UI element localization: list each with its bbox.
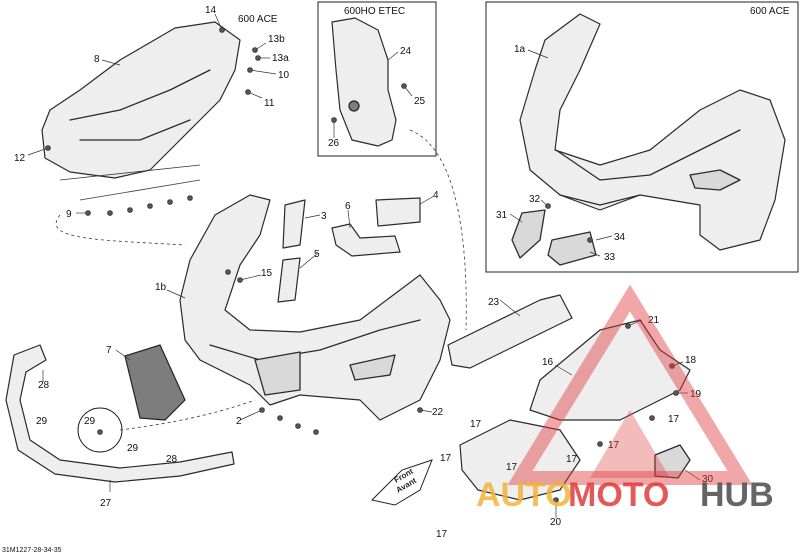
drawing-code: 31M1227-28-34-35 [2, 547, 62, 554]
callout-26: 26 [328, 138, 340, 149]
callout-17-e: 17 [506, 462, 518, 473]
callout-28-left: 28 [38, 380, 50, 391]
bumper-27 [5, 344, 235, 483]
watermark-inner-triangle-icon [590, 410, 670, 478]
callout-30: 30 [702, 474, 714, 485]
center-vent [254, 351, 301, 396]
callout-33: 33 [604, 252, 616, 263]
callout-12: 12 [14, 153, 26, 164]
callout-1a: 1a [514, 44, 526, 55]
callout-6: 6 [345, 201, 351, 212]
callout-29-left: 29 [36, 416, 48, 427]
side-panel-16 [529, 319, 691, 421]
fasteners [45, 27, 679, 503]
watermark: AUTO MOTO HUB [476, 284, 774, 514]
callout-29-detail: 29 [84, 416, 96, 427]
callout-10: 10 [278, 70, 290, 81]
pad-23 [447, 294, 573, 369]
callout-22: 22 [432, 407, 444, 418]
callout-7: 7 [106, 345, 112, 356]
callout-19: 19 [690, 389, 702, 400]
callout-24: 24 [400, 46, 412, 57]
callout-labels: 14 13b 13a 10 11 8 12 9 24 25 26 1a 32 3… [14, 5, 714, 540]
callout-8: 8 [94, 54, 100, 65]
callout-28-right: 28 [166, 454, 178, 465]
watermark-triangle-icon [507, 284, 753, 485]
part-30 [654, 444, 691, 479]
variant-note: 600 ACE [238, 14, 278, 25]
lower-panel-17 [459, 419, 581, 501]
panel-3 [282, 199, 306, 249]
watermark-auto: AUTO [476, 476, 572, 514]
panel-4 [375, 197, 421, 227]
callout-34: 34 [614, 232, 626, 243]
callout-11: 11 [264, 98, 275, 109]
callout-17-f: 17 [440, 453, 452, 464]
callout-17-a: 17 [470, 419, 482, 430]
front-direction-arrow: Front Avant [370, 459, 433, 506]
callout-18: 18 [685, 355, 697, 366]
callout-15: 15 [261, 268, 273, 279]
callout-13b: 13b [268, 34, 285, 45]
watermark-hub: HUB [700, 476, 774, 514]
part-33 [547, 231, 597, 266]
callout-16: 16 [542, 357, 554, 368]
callout-17-d: 17 [566, 454, 578, 465]
callout-2: 2 [236, 416, 242, 427]
callout-4: 4 [433, 190, 439, 201]
panel-24 [331, 17, 397, 147]
assembly-line-1 [55, 214, 186, 246]
assembly-line-3 [119, 399, 256, 431]
side-light [349, 354, 396, 381]
callout-1b: 1b [155, 282, 167, 293]
callout-27: 27 [100, 498, 112, 509]
main-pan-1b [179, 194, 451, 421]
inset-box-etec: 600HO ETEC [317, 1, 437, 157]
callout-9: 9 [66, 209, 72, 220]
callout-31: 31 [496, 210, 508, 221]
panel-hole [348, 100, 360, 112]
callout-3: 3 [321, 211, 327, 222]
inset-box-ace: 600 ACE [485, 1, 799, 273]
callout-17-c: 17 [608, 440, 620, 451]
upper-pan-8 [41, 21, 241, 201]
inset-title-ace: 600 ACE [750, 6, 790, 17]
light-housing [689, 169, 741, 191]
panel-6 [331, 223, 401, 257]
watermark-moto: MOTO [568, 476, 669, 514]
callout-21: 21 [648, 315, 660, 326]
callout-14: 14 [205, 5, 217, 16]
callout-23: 23 [488, 297, 500, 308]
part-31 [511, 209, 546, 259]
bottom-pan-1a [519, 13, 786, 251]
inset-title-etec: 600HO ETEC [344, 6, 405, 17]
callout-17-g: 17 [436, 529, 448, 540]
callout-25: 25 [414, 96, 426, 107]
callout-29-right: 29 [127, 443, 139, 454]
grille-7 [124, 344, 186, 421]
callout-20: 20 [550, 517, 562, 528]
callout-5: 5 [314, 249, 320, 260]
callout-32: 32 [529, 194, 541, 205]
callout-17-b: 17 [668, 414, 680, 425]
panel-5 [277, 257, 301, 303]
assembly-line-2 [409, 129, 467, 331]
callout-13a: 13a [272, 53, 289, 64]
